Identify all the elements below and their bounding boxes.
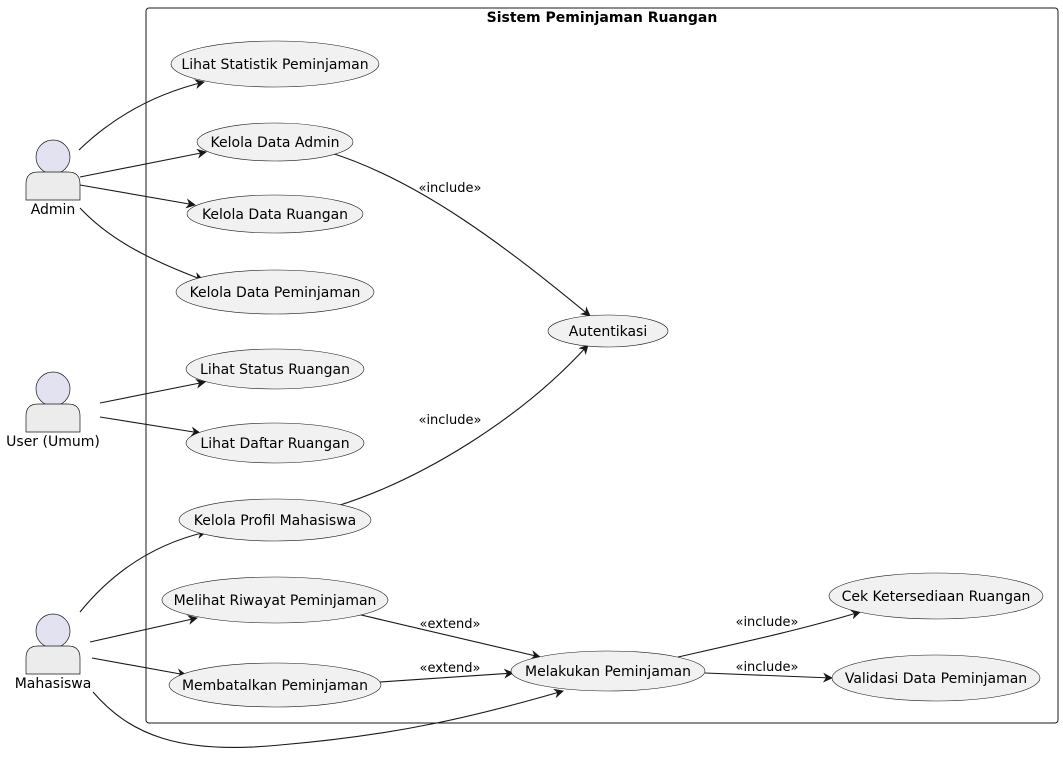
usecase-cek-ketersediaan-ruangan: Cek Ketersediaan Ruangan	[828, 572, 1044, 620]
usecase-kelola-data-admin: Kelola Data Admin	[196, 122, 354, 162]
svg-text:Kelola Profil Mahasiswa: Kelola Profil Mahasiswa	[194, 513, 356, 529]
label-include-admin-auth: «include»	[418, 181, 481, 196]
svg-text:Melihat Riwayat Peminjaman: Melihat Riwayat Peminjaman	[174, 593, 377, 609]
edge-mahasiswa-profil	[79, 529, 207, 613]
actor-user-umum-label: User (Umum)	[6, 434, 100, 450]
usecase-kelola-data-ruangan: Kelola Data Ruangan	[186, 194, 364, 234]
svg-text:Kelola Data Admin: Kelola Data Admin	[211, 135, 340, 151]
edge-admin-kelola-ruangan	[79, 184, 196, 209]
label-extend-batal: «extend»	[420, 661, 481, 676]
edge-mahasiswa-batal	[91, 657, 187, 679]
usecase-membatalkan-peminjaman: Membatalkan Peminjaman	[168, 662, 382, 708]
svg-text:Kelola Data Ruangan: Kelola Data Ruangan	[202, 207, 348, 223]
actor-user-umum	[25, 371, 81, 433]
usecase-melakukan-peminjaman: Melakukan Peminjaman	[510, 650, 706, 692]
actor-mahasiswa-label: Mahasiswa	[15, 676, 92, 692]
svg-text:Lihat Statistik Peminjaman: Lihat Statistik Peminjaman	[181, 57, 368, 73]
edge-batal-melakukan	[379, 668, 514, 683]
edge-user-daftar	[99, 416, 201, 437]
system-title: Sistem Peminjaman Ruangan	[487, 10, 718, 26]
actor-mahasiswa	[25, 613, 81, 675]
usecase-kelola-data-peminjaman: Kelola Data Peminjaman	[175, 269, 375, 315]
edge-melakukan-validasi	[704, 672, 833, 683]
usecase-validasi-data-peminjaman: Validasi Data Peminjaman	[831, 654, 1041, 702]
edge-mahasiswa-riwayat	[89, 615, 198, 643]
label-include-cek: «include»	[735, 615, 798, 630]
svg-text:Lihat Daftar Ruangan: Lihat Daftar Ruangan	[200, 436, 349, 452]
system-boundary	[145, 7, 1059, 724]
usecase-kelola-profil-mahasiswa: Kelola Profil Mahasiswa	[178, 498, 372, 542]
label-extend-riwayat: «extend»	[420, 617, 481, 632]
svg-text:Kelola Data Peminjaman: Kelola Data Peminjaman	[190, 285, 361, 301]
svg-text:Membatalkan Peminjaman: Membatalkan Peminjaman	[182, 678, 368, 694]
usecase-autentikasi: Autentikasi	[547, 314, 669, 348]
edge-kelola-admin-autentikasi	[327, 151, 591, 317]
actor-admin-label: Admin	[31, 202, 76, 218]
edge-user-status	[99, 378, 206, 404]
usecase-lihat-daftar-ruangan: Lihat Daftar Ruangan	[185, 422, 365, 464]
edge-profil-autentikasi	[336, 344, 589, 507]
svg-text:Lihat Status Ruangan: Lihat Status Ruangan	[200, 362, 350, 378]
usecase-melihat-riwayat-peminjaman: Melihat Riwayat Peminjaman	[161, 576, 389, 624]
svg-text:Cek Ketersediaan Ruangan: Cek Ketersediaan Ruangan	[842, 589, 1031, 605]
svg-text:Melakukan Peminjaman: Melakukan Peminjaman	[525, 664, 691, 680]
edge-mahasiswa-melakukan	[92, 688, 564, 749]
edge-admin-statistik	[78, 79, 205, 151]
usecase-lihat-status-ruangan: Lihat Status Ruangan	[185, 348, 365, 390]
label-include-validasi: «include»	[735, 660, 798, 675]
usecase-lihat-statistik-peminjaman: Lihat Statistik Peminjaman	[170, 40, 380, 88]
label-include-profil-auth: «include»	[418, 413, 481, 428]
edge-admin-kelola-peminjaman	[79, 207, 204, 282]
svg-text:Validasi Data Peminjaman: Validasi Data Peminjaman	[845, 671, 1027, 687]
edge-melakukan-cek	[677, 609, 861, 658]
edge-admin-kelola-admin	[79, 148, 207, 178]
actor-admin	[25, 139, 81, 201]
edge-riwayat-melakukan	[356, 613, 541, 660]
svg-text:Autentikasi: Autentikasi	[569, 324, 647, 340]
